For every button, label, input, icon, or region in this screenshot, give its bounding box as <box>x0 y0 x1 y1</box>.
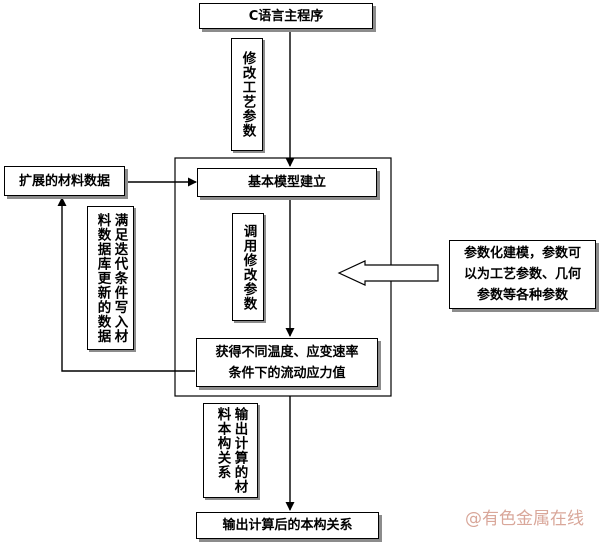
expand-data-box: 扩展的材料数据 <box>4 166 125 196</box>
hollow-arrow-parametric <box>337 260 439 286</box>
get-values-box: 获得不同温度、应变速率 条件下的流动应力值 <box>196 338 378 387</box>
label-call-modified-params: 调用修改参数 <box>232 213 264 321</box>
build-model-box: 基本模型建立 <box>197 168 377 197</box>
label-modify-process-params: 修改工艺参数 <box>231 38 263 151</box>
arrow-feedback-loop <box>57 197 195 372</box>
label-output-material-relation: 输出计算的材 料本构关系 <box>203 403 258 498</box>
main-program-box: C语言主程序 <box>199 3 373 29</box>
output-box: 输出计算后的本构关系 <box>196 512 379 539</box>
watermark-text: @有色金属在线 <box>465 509 584 529</box>
parametric-modeling-box: 参数化建模，参数可 以为工艺参数、几何 参数等各种参数 <box>449 240 596 309</box>
label-write-updated-data: 满足迭代条件写入材 料数据库更新的数据 <box>87 206 134 350</box>
